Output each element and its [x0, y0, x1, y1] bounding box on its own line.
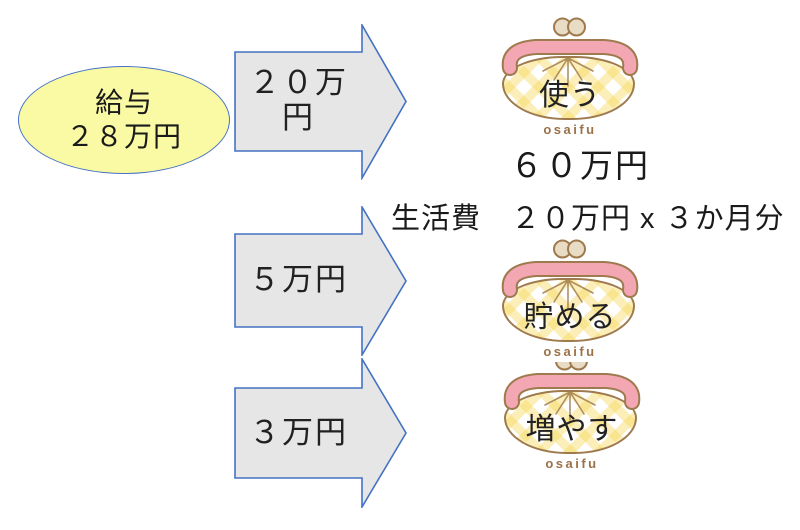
arrow-invest-label-line1: ３万円	[249, 414, 348, 450]
arrow-spend-label-line1: ２０万	[249, 65, 348, 101]
purse-pleats-icon	[542, 279, 594, 309]
right-arrow-icon	[234, 24, 407, 180]
living-cost-note: 生活費 ２０万円 x ３か月分	[391, 203, 785, 235]
arrow-invest-label: ３万円	[235, 388, 362, 478]
purse-invest: 増やす osaifu	[502, 350, 642, 475]
salary-title: 給与	[94, 86, 153, 118]
purse-invest-label: 増やす	[525, 413, 619, 446]
total-amount-text: ６０万円	[510, 147, 650, 184]
arrow-invest	[234, 358, 408, 508]
arrow-spend-label-line2: 円	[282, 100, 315, 135]
salary-ellipse: 給与 ２８万円	[18, 66, 230, 174]
salary-amount: ２８万円	[65, 121, 182, 152]
purse-pleats-icon	[544, 391, 596, 421]
purse-save-label: 貯める	[523, 301, 617, 334]
purse-clasp-icon	[501, 239, 639, 298]
right-arrow-icon	[234, 358, 407, 508]
purse-spend: 使う osaifu	[500, 16, 640, 141]
purse-clasp-icon	[501, 17, 639, 76]
arrow-spend-label: ２０万 円	[235, 50, 362, 152]
purse-brand-text: osaifu	[545, 456, 599, 471]
purse-clasp-icon	[502, 350, 642, 412]
purse-pleats-icon	[542, 57, 594, 87]
arrow-save	[234, 206, 408, 356]
purse-body-plaid	[502, 56, 635, 120]
purse-spend-label: 使う	[539, 79, 601, 112]
arrow-spend	[234, 24, 408, 180]
purse-save: 貯める osaifu	[500, 238, 640, 363]
arrow-save-label: ５万円	[235, 234, 362, 327]
arrow-save-label-line1: ５万円	[249, 262, 348, 298]
purse-brand-text: osaifu	[543, 122, 597, 137]
right-arrow-icon	[234, 206, 407, 356]
purse-brand-text: osaifu	[543, 344, 597, 359]
